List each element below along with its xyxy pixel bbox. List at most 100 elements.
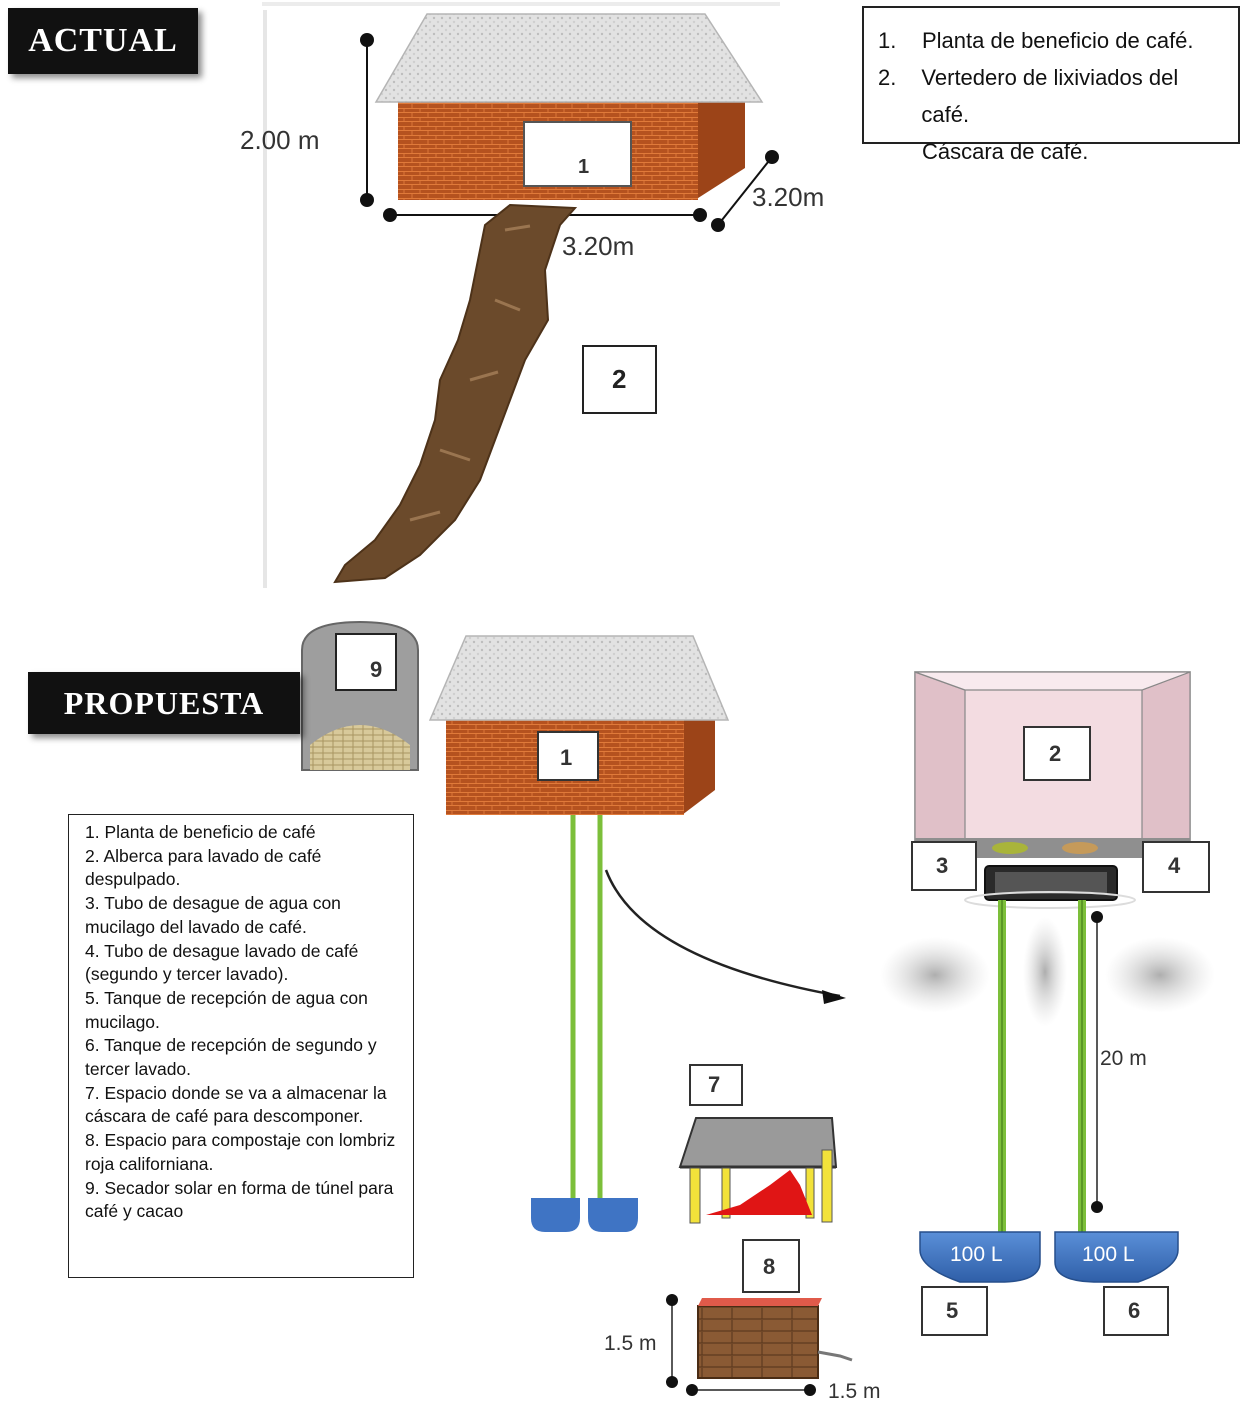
dim-dot <box>711 218 725 232</box>
legend-row: 1. Planta de beneficio de café. <box>878 22 1228 59</box>
small-tank-b <box>588 1198 638 1232</box>
coffee-husk-pile <box>706 1170 812 1215</box>
label-8: 8 <box>763 1254 775 1279</box>
tank-5 <box>919 1231 1041 1283</box>
dim-depth-text: 3.20m <box>752 182 824 212</box>
label-3: 3 <box>936 853 948 878</box>
label-box-1 <box>537 731 599 781</box>
dim-dot <box>804 1384 816 1396</box>
dim-dot <box>765 150 779 164</box>
spill-texture <box>409 224 531 522</box>
label-5: 5 <box>946 1298 958 1323</box>
legend-row: 2. Vertedero de lixiviados del café. <box>878 59 1228 133</box>
label-9: 9 <box>370 657 382 682</box>
drain-4 <box>1062 842 1098 854</box>
label-2: 2 <box>1049 741 1061 766</box>
fog-center <box>1023 917 1067 1027</box>
label-box-8 <box>742 1239 800 1293</box>
legend-item: 6. Tanque de recepción de segundo y terc… <box>85 1035 377 1080</box>
compost-bin <box>666 1239 853 1396</box>
legend-item: 2. Alberca para lavado de café despulpad… <box>85 845 322 890</box>
compost-box <box>697 1305 819 1379</box>
label-7: 7 <box>708 1072 720 1097</box>
dim-dot <box>360 33 374 47</box>
legend-num: 1. <box>878 28 897 53</box>
label-box-7 <box>689 1064 743 1106</box>
pool-right-wall <box>1141 671 1191 843</box>
dryer-beans <box>310 725 410 770</box>
legend-text: Vertedero de lixiviados del café. <box>921 65 1179 127</box>
small-tank-a <box>531 1198 580 1232</box>
dim-depth-line <box>717 156 773 226</box>
washing-pool <box>914 671 1191 858</box>
legend-item: 7. Espacio donde se va a almacenar la cá… <box>85 1082 387 1127</box>
dim-width-text: 3.20m <box>562 231 634 261</box>
legend-num <box>878 133 922 170</box>
pool-left-wall <box>914 671 966 843</box>
dim-height-text: 2.00 m <box>240 125 320 155</box>
valve-shadow <box>964 891 1136 909</box>
label-1: 1 <box>560 745 572 770</box>
shed-post <box>689 1167 701 1224</box>
fog-left <box>880 937 990 1013</box>
dim-dot <box>666 1376 678 1388</box>
legend-text: Cáscara de café. <box>922 139 1089 164</box>
leachate-spill <box>333 203 578 584</box>
compost-tap <box>817 1350 853 1362</box>
dim-dot <box>693 208 707 222</box>
shed-roof <box>678 1117 838 1168</box>
legend-item: 3. Tubo de desague de agua con mucilago … <box>85 893 341 937</box>
actual-house <box>374 13 764 200</box>
label-6: 6 <box>1128 1298 1140 1323</box>
legend-text: Planta de beneficio de café. <box>922 28 1194 53</box>
legend-item: 4. Tubo de desague lavado de café (segun… <box>85 940 359 985</box>
house-number-label: 1 <box>578 156 589 178</box>
label-box-4 <box>1142 841 1210 893</box>
tank-5-volume: 100 L <box>950 1243 1003 1266</box>
legend-item: 9. Secador solar en forma de túnel para … <box>85 1177 394 1222</box>
tank-6-volume: 100 L <box>1082 1243 1135 1266</box>
drain-3 <box>992 842 1028 854</box>
pool-base <box>915 838 1190 858</box>
legend-num: 2. <box>878 65 897 90</box>
dim-dot <box>686 1384 698 1396</box>
house-roof <box>374 13 764 103</box>
label-box-3 <box>911 841 977 891</box>
proposed-house <box>428 635 730 815</box>
label-box-9 <box>335 633 397 691</box>
dim-dot <box>360 193 374 207</box>
legend-item: 8. Espacio para compostaje con lombriz r… <box>85 1130 396 1174</box>
banner-propuesta: PROPUESTA <box>28 672 300 734</box>
pool-rim <box>914 671 1191 691</box>
actual-section: 1 2 2.00 m 3.20m 3.20m <box>240 2 824 588</box>
dim-compost-width-text: 1.5 m <box>828 1380 881 1403</box>
shed-post <box>721 1167 731 1219</box>
fog-right <box>1105 937 1215 1013</box>
house-roof <box>428 635 730 721</box>
dim-dot <box>383 208 397 222</box>
banner-actual: ACTUAL <box>8 8 198 74</box>
legend-item: 1. Planta de beneficio de café <box>85 822 316 842</box>
shed-post <box>805 1167 815 1219</box>
compost-top <box>698 1298 822 1306</box>
label-box-6 <box>1103 1286 1169 1336</box>
arrow-head <box>822 990 846 1004</box>
label-box-1 <box>523 121 632 187</box>
propuesta-section: 9 1 2 3 4 5 6 7 8 100 L 100 L 20 m 1.5 m… <box>301 620 1215 1403</box>
husk-shed <box>678 1064 838 1224</box>
legend-row: Cáscara de café. <box>878 133 1228 170</box>
dim-dot <box>666 1294 678 1306</box>
legend-propuesta: 1. Planta de beneficio de café 2. Alberc… <box>68 814 414 1278</box>
label-box-5 <box>921 1286 988 1336</box>
solar-dryer <box>301 620 419 771</box>
label-box-2 <box>582 345 657 414</box>
valve-block-inner <box>995 872 1107 894</box>
connector-arrow <box>604 869 841 998</box>
spill-number-label: 2 <box>612 364 626 394</box>
legend-item: 5. Tanque de recepción de agua con mucil… <box>85 987 368 1032</box>
legend-actual: 1. Planta de beneficio de café. 2. Vertede… <box>862 6 1240 164</box>
label-box-2 <box>1023 726 1091 781</box>
dim-dot <box>1091 911 1103 923</box>
